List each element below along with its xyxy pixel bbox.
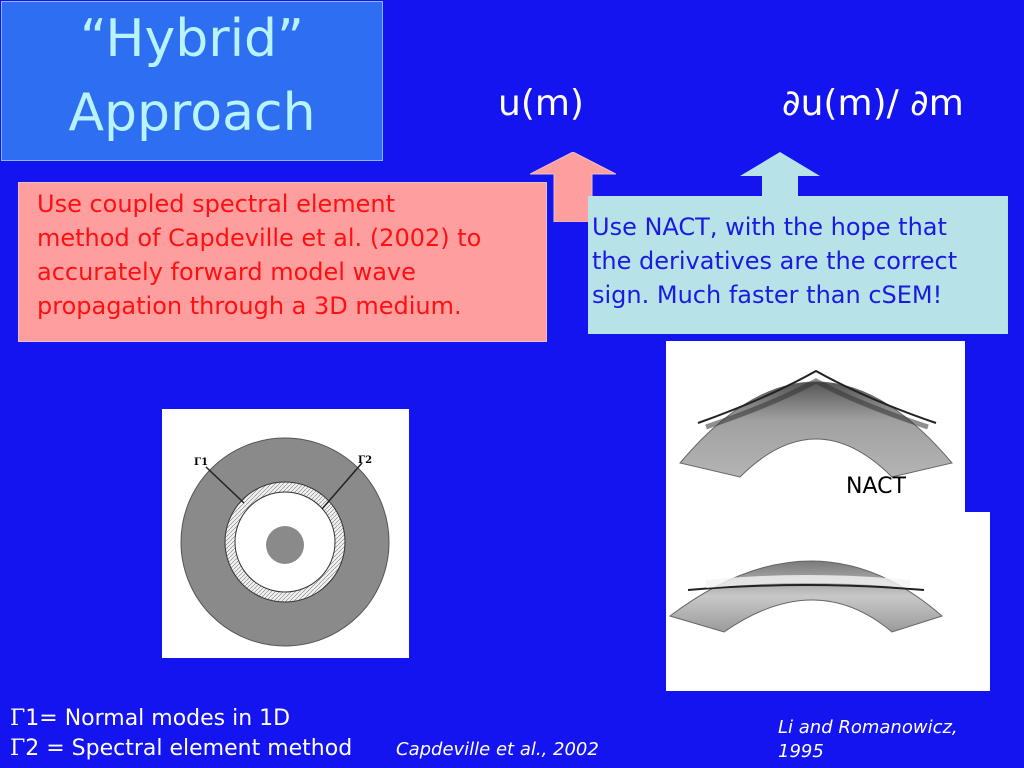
nact-line-3: sign. Much faster than cSEM! xyxy=(592,281,943,309)
legend-text-1: 1= Normal modes in 1D xyxy=(25,706,291,731)
nact-kernel-figure-bottom xyxy=(666,512,990,691)
gamma-symbol-2: Γ xyxy=(10,736,26,761)
nact-description-box: Use NACT, with the hope that the derivat… xyxy=(588,196,1008,334)
citation-li-romanowicz: Li and Romanowicz, 1995 xyxy=(778,717,958,762)
nact-kernel-diagram-bottom xyxy=(668,560,943,633)
gamma-symbol-1: Γ xyxy=(10,706,26,731)
cSEM-line-3: accurately forward model wave xyxy=(37,258,416,286)
arrow-up-icon-right xyxy=(740,152,820,200)
shell-section-bottom xyxy=(668,560,943,633)
ray-path-bottom xyxy=(687,584,925,591)
title-box: “Hybrid” Approach xyxy=(1,1,383,161)
legend-text-2: 2 = Spectral element method xyxy=(25,736,353,761)
legend-item-2: Γ2 = Spectral element method xyxy=(10,734,352,764)
nact-kernel-diagram-top xyxy=(679,369,953,478)
cSEM-description-box: Use coupled spectral element method of C… xyxy=(18,182,547,342)
earth-model-diagram: Γ1 Γ2 xyxy=(180,437,390,647)
formula-derivative: ∂u(m)/ ∂m xyxy=(782,83,964,124)
gamma1-label: Γ1 xyxy=(194,457,208,468)
citation-capdeville: Capdeville et al., 2002 xyxy=(396,739,599,760)
inner-core xyxy=(266,526,304,564)
ray-path-top xyxy=(697,369,937,424)
kernel-band-bottom xyxy=(705,575,911,588)
earth-model-figure: Γ1 Γ2 xyxy=(162,409,409,658)
title-line-1: “Hybrid” xyxy=(80,9,304,69)
nact-line-2: the derivatives are the correct xyxy=(592,247,958,275)
legend-item-1: Γ1= Normal modes in 1D xyxy=(10,704,290,734)
cSEM-line-4: propagation through a 3D medium. xyxy=(37,292,462,320)
title-line-2: Approach xyxy=(68,83,316,143)
shell-section-top xyxy=(679,381,953,478)
formula-u-of-m: u(m) xyxy=(498,83,584,124)
kernel-band-top xyxy=(705,378,929,430)
nact-kernel-figure-top xyxy=(666,341,965,516)
gamma2-label: Γ2 xyxy=(358,455,372,466)
nact-figure-label: NACT xyxy=(846,474,906,499)
nact-line-1: Use NACT, with the hope that xyxy=(592,213,947,241)
gamma2-pointer xyxy=(321,462,363,510)
gamma1-pointer xyxy=(205,466,245,504)
cSEM-line-2: method of Capdeville et al. (2002) to xyxy=(37,224,482,252)
cSEM-line-1: Use coupled spectral element xyxy=(37,190,396,218)
